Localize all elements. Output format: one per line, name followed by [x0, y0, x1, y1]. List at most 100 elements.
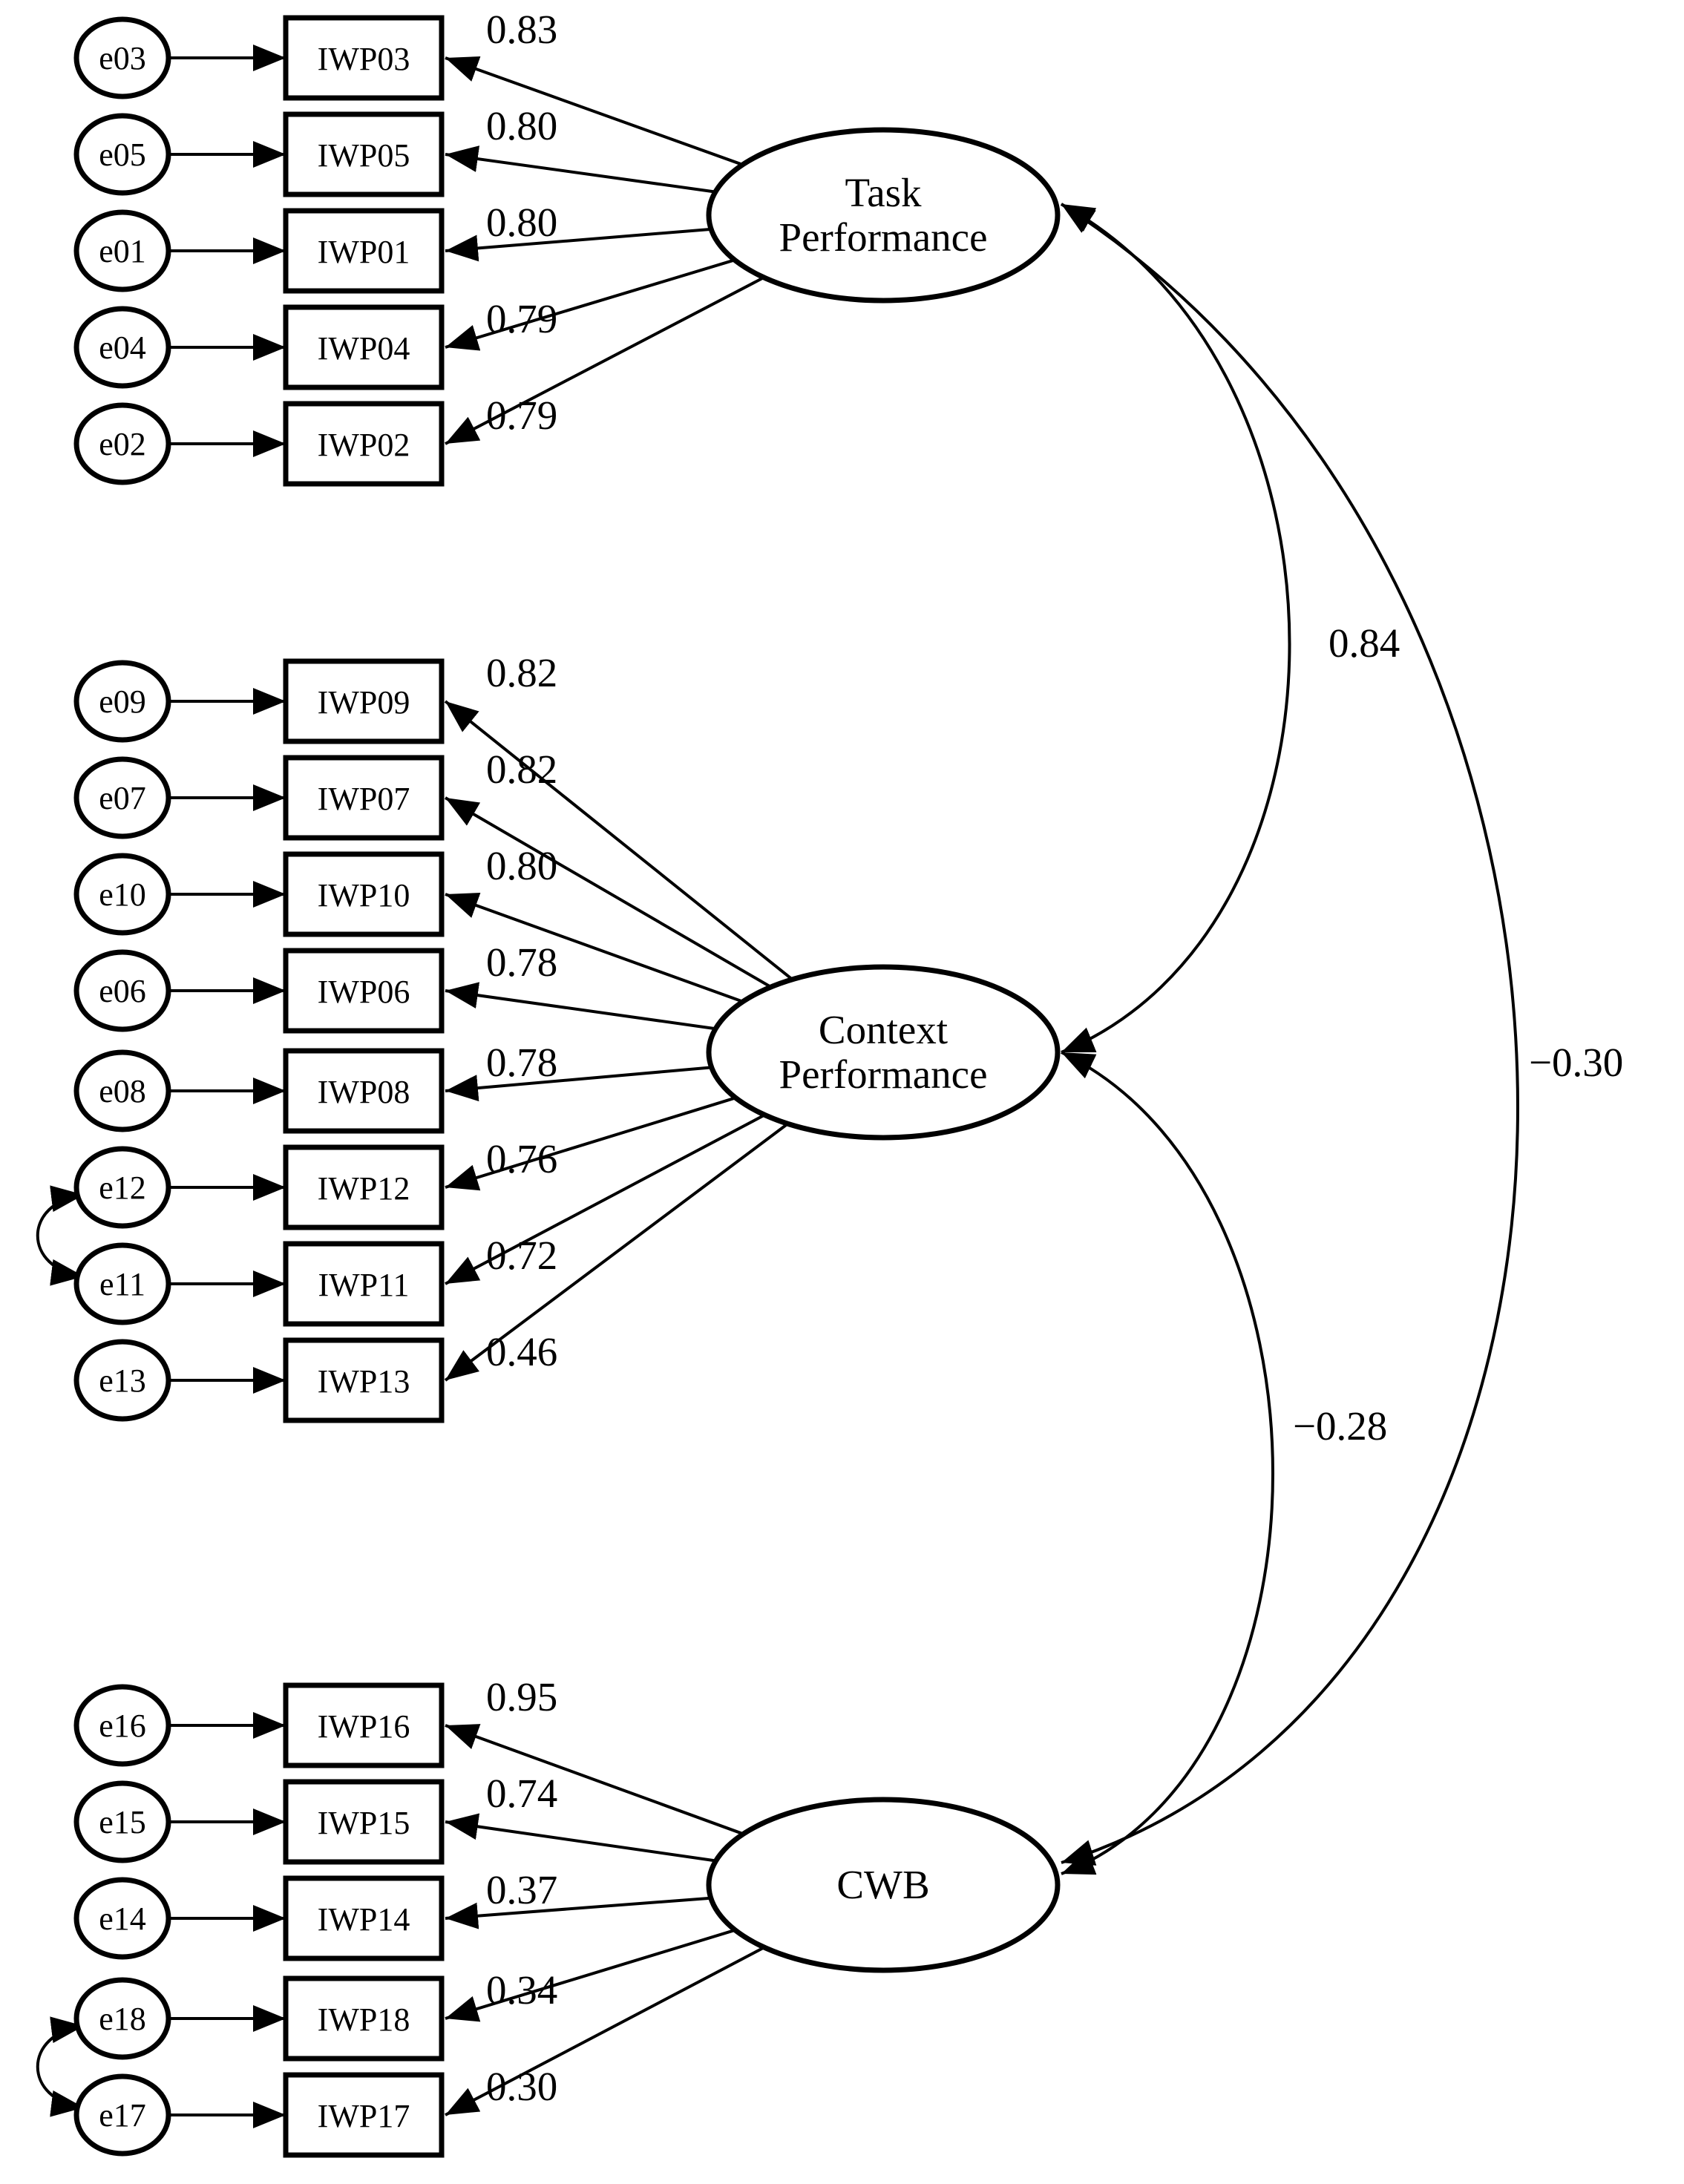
error-label-e02: e02 [99, 426, 146, 462]
loading-label-iwp17: 0.30 [486, 2064, 557, 2109]
item-label-iwp14: IWP14 [318, 1901, 410, 1938]
error-label-e16: e16 [99, 1708, 146, 1744]
error-term-e13 [73, 1339, 171, 1422]
item-box-iwp01 [283, 208, 445, 294]
correlation-path-context-cwb [1061, 1051, 1274, 1875]
item-box-iwp12 [283, 1144, 445, 1230]
error-layer: e03e05e01e04e02e09e07e10e06e08e12e11e13e… [73, 16, 286, 2157]
error-term-e03 [73, 16, 171, 99]
error-label-e05: e05 [99, 137, 146, 173]
item-label-iwp17: IWP17 [318, 2098, 410, 2134]
loading-path-iwp08 [445, 1066, 712, 1102]
error-term-e08 [73, 1049, 171, 1132]
loading-path-iwp14 [445, 1896, 711, 1929]
loading-path-iwp15 [445, 1813, 716, 1863]
loading-path-iwp01 [445, 227, 712, 262]
loading-path-iwp04 [445, 258, 735, 351]
loading-label-iwp05: 0.80 [486, 103, 557, 148]
item-box-iwp08 [283, 1048, 445, 1134]
loading-label-iwp16: 0.95 [486, 1674, 557, 1719]
item-box-iwp07 [283, 755, 445, 841]
latent-label-context-1: Performance [779, 1052, 988, 1097]
item-box-iwp06 [283, 948, 445, 1034]
error-term-e07 [73, 756, 171, 839]
item-box-iwp02 [283, 401, 445, 487]
loading-label-iwp18: 0.34 [486, 1967, 557, 2013]
error-label-e15: e15 [99, 1804, 146, 1840]
latent-label-task-0: Task [845, 170, 922, 215]
error-label-e08: e08 [99, 1073, 146, 1109]
item-label-iwp03: IWP03 [318, 41, 410, 77]
error-label-e18: e18 [99, 2001, 146, 2037]
loading-label-iwp06: 0.78 [486, 939, 557, 985]
error-covariance-e12-e11 [36, 1185, 85, 1286]
item-box-iwp09 [283, 658, 445, 744]
latent-context [706, 964, 1061, 1141]
item-label-iwp12: IWP12 [318, 1170, 410, 1207]
error-label-e17: e17 [99, 2097, 146, 2134]
item-box-iwp05 [283, 111, 445, 197]
error-term-e14 [73, 1877, 171, 1960]
error-term-e11 [73, 1242, 171, 1325]
error-label-e03: e03 [99, 40, 146, 76]
item-layer: IWP03IWP05IWP01IWP04IWP02IWP09IWP07IWP10… [283, 15, 445, 2158]
error-term-e10 [73, 853, 171, 936]
error-label-e14: e14 [99, 1901, 146, 1937]
correlation-label-task-cwb: −0.30 [1529, 1040, 1623, 1085]
item-label-iwp10: IWP10 [318, 877, 410, 914]
loading-path-iwp03 [445, 56, 744, 166]
error-term-e15 [73, 1780, 171, 1863]
error-term-e09 [73, 660, 171, 743]
error-term-e17 [73, 2073, 171, 2157]
error-covariance-e18-e17 [36, 2016, 85, 2117]
latent-cwb [706, 1797, 1061, 1973]
item-label-iwp09: IWP09 [318, 684, 410, 721]
item-label-iwp08: IWP08 [318, 1074, 410, 1110]
error-term-e06 [73, 949, 171, 1032]
latent-label-task-1: Performance [779, 214, 988, 260]
item-box-iwp17 [283, 2072, 445, 2158]
loading-path-iwp02 [445, 276, 765, 445]
item-label-iwp16: IWP16 [318, 1708, 410, 1745]
error-label-e10: e10 [99, 876, 146, 913]
latent-label-cwb-0: CWB [836, 1862, 929, 1907]
loading-label-iwp01: 0.80 [486, 200, 557, 245]
loading-label-iwp11: 0.72 [486, 1233, 557, 1278]
loading-path-iwp16 [445, 1724, 744, 1836]
loading-path-iwp18 [445, 1928, 736, 2022]
error-term-e02 [73, 402, 171, 485]
item-label-iwp18: IWP18 [318, 2001, 410, 2038]
loading-path-iwp09 [444, 700, 793, 981]
item-label-iwp13: IWP13 [318, 1363, 410, 1400]
latent-task [706, 127, 1061, 304]
item-box-iwp18 [283, 1975, 445, 2062]
error-term-e05 [73, 113, 171, 196]
loading-label-iwp08: 0.78 [486, 1040, 557, 1085]
loading-label-iwp03: 0.83 [486, 7, 557, 52]
error-term-e04 [73, 306, 171, 389]
error-label-e09: e09 [99, 683, 146, 720]
item-box-iwp03 [283, 15, 445, 101]
loading-path-iwp05 [445, 145, 716, 194]
error-label-e11: e11 [99, 1266, 145, 1302]
item-label-iwp04: IWP04 [318, 330, 410, 367]
error-term-e18 [73, 1977, 171, 2060]
covariance-layer: 0.84−0.28−0.30 [36, 203, 1623, 2117]
loading-label-iwp02: 0.79 [486, 393, 557, 438]
error-label-e12: e12 [99, 1170, 146, 1206]
error-label-e07: e07 [99, 780, 146, 816]
item-box-iwp11 [283, 1241, 445, 1327]
correlation-label-context-cwb: −0.28 [1293, 1403, 1387, 1449]
loading-label-iwp07: 0.82 [486, 747, 557, 792]
loading-path-iwp10 [445, 893, 744, 1003]
error-label-e01: e01 [99, 233, 146, 269]
item-box-iwp14 [283, 1875, 445, 1961]
item-label-iwp11: IWP11 [318, 1267, 409, 1303]
error-label-e04: e04 [99, 329, 146, 366]
loading-label-iwp13: 0.46 [486, 1329, 557, 1374]
item-box-iwp15 [283, 1779, 445, 1865]
correlation-path-task-context [1061, 203, 1291, 1054]
correlation-path-task-cwb [1060, 203, 1519, 1866]
